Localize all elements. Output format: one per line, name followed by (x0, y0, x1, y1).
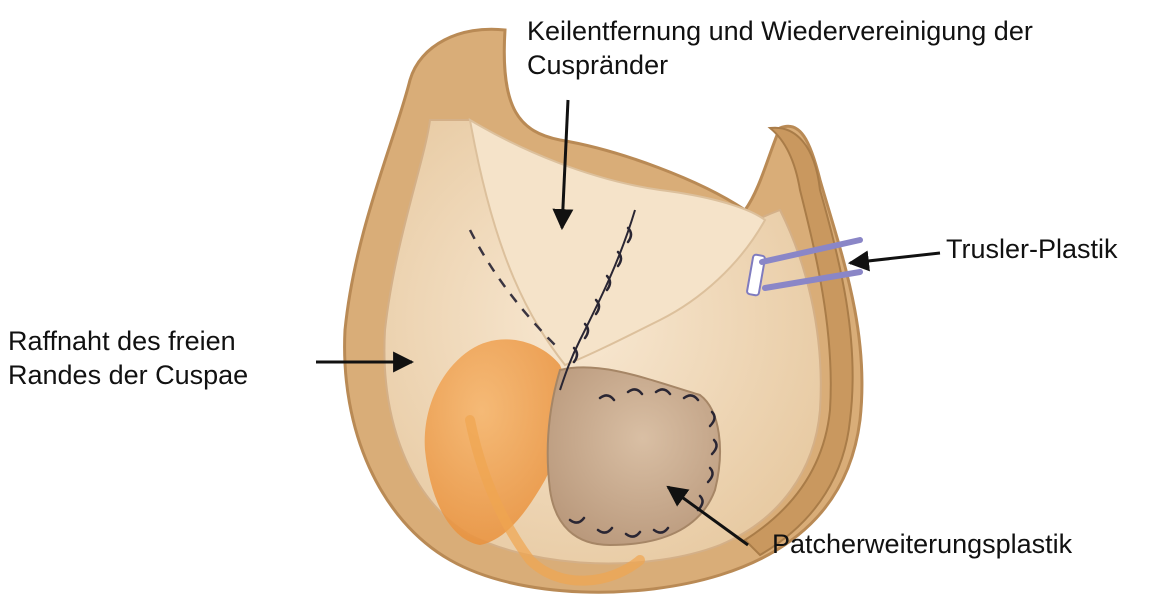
label-raffnaht-line2: Randes der Cuspae (8, 358, 248, 392)
label-raffnaht-line1: Raffnaht des freien (8, 324, 248, 358)
arrow-trusler (850, 253, 940, 263)
label-keilentfernung: Keilentfernung und Wiedervereinigung der… (527, 14, 1033, 82)
label-keilentfernung-line1: Keilentfernung und Wiedervereinigung der (527, 14, 1033, 48)
label-trusler: Trusler-Plastik (946, 232, 1118, 266)
patch-area (548, 367, 720, 545)
label-raffnaht: Raffnaht des freien Randes der Cuspae (8, 324, 248, 392)
label-patch: Patcherweiterungsplastik (772, 527, 1072, 561)
label-keilentfernung-line2: Cuspränder (527, 48, 1033, 82)
